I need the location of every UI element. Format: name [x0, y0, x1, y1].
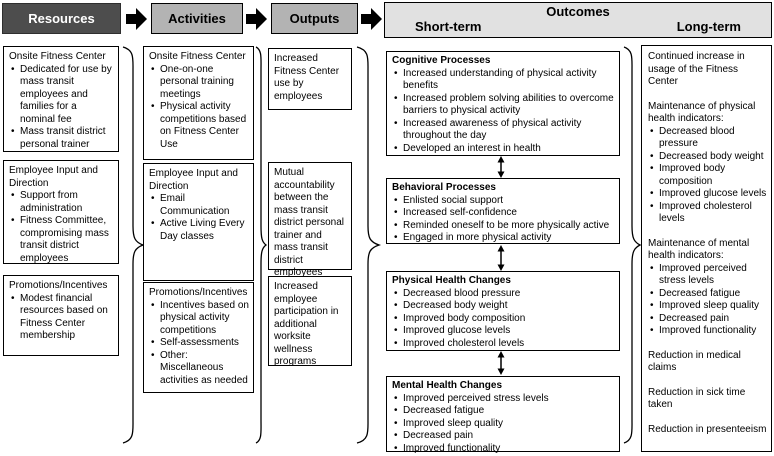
activities-box-employee-input: Employee Input and Direction Email Commu…	[143, 163, 254, 281]
section-text: Continued increase in usage of the Fitne…	[648, 51, 745, 87]
bullet-item: Decreased blood pressure	[648, 126, 767, 151]
long-term-section: Continued increase in usage of the Fitne…	[648, 51, 767, 89]
resources-header-label: Resources	[28, 11, 95, 26]
section-text: Reduction in medical claims	[648, 349, 741, 374]
bullet-item: Improved cholesterol levels	[392, 338, 614, 351]
box-title: Promotions/Incentives	[9, 280, 108, 291]
section-text: Maintenance of physical health indicator…	[648, 100, 756, 125]
brace-outputs-to-short-term	[354, 46, 382, 444]
long-term-section: Maintenance of mental health indicators:…	[648, 238, 767, 338]
box-text: Increased employee participation in addi…	[274, 281, 339, 367]
outputs-header: Outputs	[271, 3, 358, 34]
resources-box-employee-input: Employee Input and Direction Support fro…	[3, 160, 119, 264]
activities-box-onsite-fitness-center: Onsite Fitness Center One-on-one persona…	[143, 46, 254, 160]
brace-short-term-to-long-term	[621, 46, 643, 444]
long-term-box: Continued increase in usage of the Fitne…	[641, 45, 772, 452]
resources-box-promotions: Promotions/Incentives Modest financial r…	[3, 275, 119, 356]
short-term-box-cognitive-processes: Cognitive Processes Increased understand…	[386, 51, 620, 156]
bullet-item: Reminded oneself to be more physically a…	[392, 220, 614, 233]
bullet-item: Mass transit district personal trainer	[9, 126, 114, 151]
bullet-item: Physical activity competitions based on …	[149, 101, 249, 151]
resources-box-onsite-fitness-center: Onsite Fitness Center Dedicated for use …	[3, 46, 119, 152]
bullet-item: Improved perceived stress levels	[392, 393, 614, 406]
box-title: Behavioral Processes	[392, 182, 496, 193]
bullet-item: Decreased pain	[392, 430, 614, 443]
bullet-item: Increased understanding of physical acti…	[392, 68, 614, 93]
short-term-box-mental-health-changes: Mental Health Changes Improved perceived…	[386, 376, 620, 455]
box-title: Employee Input and Direction	[9, 165, 98, 189]
bullet-item: Improved sleep quality	[648, 300, 767, 313]
bullet-item: Decreased body weight	[392, 300, 614, 313]
activities-box-promotions: Promotions/Incentives Incentives based o…	[143, 282, 254, 393]
section-text: Reduction in sick time taken	[648, 386, 746, 411]
section-text: Maintenance of mental health indicators:	[648, 237, 750, 262]
double-arrow-vertical-icon	[495, 156, 507, 178]
box-title: Promotions/Incentives	[149, 287, 248, 298]
bullet-item: Engaged in more physical activity	[392, 232, 614, 245]
bullet-item: Improved body composition	[648, 163, 767, 188]
box-text: Increased Fitness Center use by employee…	[274, 53, 340, 102]
outputs-box-mutual-accountability: Mutual accountability between the mass t…	[268, 162, 352, 278]
outcomes-header-label: Outcomes	[546, 4, 610, 19]
bullet-item: Developed an interest in health	[392, 143, 614, 156]
arrow-right-icon	[361, 6, 383, 32]
activities-header-label: Activities	[168, 11, 226, 26]
bullet-item: Incentives based on physical activity co…	[149, 300, 249, 338]
box-title: Mental Health Changes	[392, 380, 503, 391]
bullet-item: Increased self-confidence	[392, 207, 614, 220]
bullet-item: Enlisted social support	[392, 195, 614, 208]
short-term-box-physical-health-changes: Physical Health Changes Decreased blood …	[386, 271, 620, 351]
resources-header: Resources	[2, 3, 121, 34]
bullet-item: Improved cholesterol levels	[648, 201, 767, 226]
bullet-item: One-on-one personal training meetings	[149, 64, 249, 102]
arrow-right-icon	[126, 6, 148, 32]
brace-activities-to-outputs	[254, 46, 268, 444]
box-text: Mutual accountability between the mass t…	[274, 167, 345, 278]
long-term-header-label: Long-term	[676, 19, 741, 34]
long-term-section: Maintenance of physical health indicator…	[648, 101, 767, 226]
box-title: Onsite Fitness Center	[149, 51, 246, 62]
outputs-box-increased-participation: Increased employee participation in addi…	[268, 276, 352, 367]
bullet-item: Improved sleep quality	[392, 418, 614, 431]
bullet-item: Fitness Committee, compromising mass tra…	[9, 215, 114, 265]
bullet-item: Improved functionality	[648, 325, 767, 338]
bullet-item: Self-assessments	[149, 337, 249, 350]
outputs-header-label: Outputs	[289, 11, 340, 26]
bullet-item: Dedicated for use by mass transit employ…	[9, 64, 114, 127]
box-title: Physical Health Changes	[392, 275, 511, 286]
bullet-item: Decreased pain	[648, 313, 767, 326]
bullet-item: Modest financial resources based on Fitn…	[9, 293, 114, 343]
bullet-item: Email Communication	[149, 193, 249, 218]
box-title: Employee Input and Direction	[149, 168, 238, 192]
bullet-item: Increased problem solving abilities to o…	[392, 93, 614, 118]
bullet-item: Increased awareness of physical activity…	[392, 118, 614, 143]
long-term-section: Reduction in presenteeism	[648, 424, 767, 437]
bullet-item: Decreased body weight	[648, 151, 767, 164]
short-term-header-label: Short-term	[415, 19, 482, 34]
bullet-item: Decreased blood pressure	[392, 288, 614, 301]
outcomes-header: Outcomes Short-term Long-term	[384, 2, 772, 38]
box-title: Onsite Fitness Center	[9, 51, 106, 62]
box-title: Cognitive Processes	[392, 55, 491, 66]
bullet-item: Decreased fatigue	[648, 288, 767, 301]
bullet-item: Active Living Every Day classes	[149, 218, 249, 243]
double-arrow-vertical-icon	[495, 245, 507, 271]
bullet-item: Other: Miscellaneous activities as neede…	[149, 350, 249, 388]
short-term-box-behavioral-processes: Behavioral Processes Enlisted social sup…	[386, 178, 620, 244]
section-text: Reduction in presenteeism	[648, 423, 767, 435]
long-term-section: Reduction in medical claims	[648, 350, 767, 375]
bullet-item: Improved body composition	[392, 313, 614, 326]
activities-header: Activities	[151, 3, 243, 34]
bullet-item: Decreased fatigue	[392, 405, 614, 418]
arrow-right-icon	[246, 6, 268, 32]
outputs-box-increased-use: Increased Fitness Center use by employee…	[268, 48, 352, 110]
bullet-item: Improved glucose levels	[648, 188, 767, 201]
bullet-item: Improved perceived stress levels	[648, 263, 767, 288]
bullet-item: Improved glucose levels	[392, 325, 614, 338]
bullet-item: Support from administration	[9, 190, 114, 215]
double-arrow-vertical-icon	[495, 351, 507, 375]
long-term-section: Reduction in sick time taken	[648, 387, 767, 412]
bullet-item: Improved functionality	[392, 443, 614, 456]
